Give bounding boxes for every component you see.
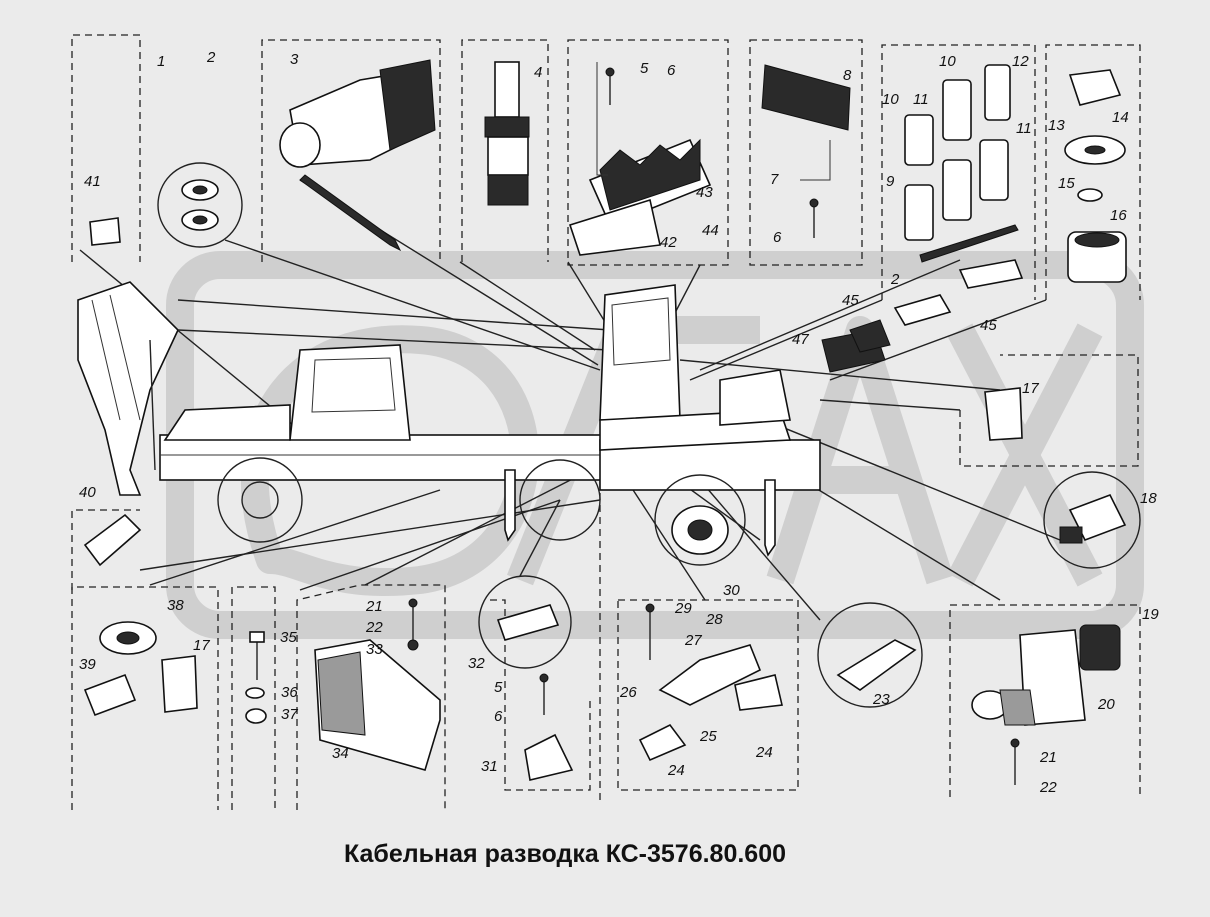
callout-16: 16 xyxy=(1110,207,1127,224)
callout-22: 22 xyxy=(1039,779,1057,796)
callout-6: 6 xyxy=(667,62,676,79)
callout-10: 10 xyxy=(882,91,899,108)
part-clamp-40 xyxy=(83,513,142,567)
callout-1: 1 xyxy=(157,53,165,70)
part-plate-41 xyxy=(89,217,121,246)
part-cover-34 xyxy=(314,639,441,771)
part-bolt-5-6 xyxy=(596,62,615,176)
part-clamps-45 xyxy=(893,259,1024,326)
part-bushing-30 xyxy=(671,505,729,555)
part-clamp-31 xyxy=(524,673,574,781)
callout-22: 22 xyxy=(365,619,383,636)
part-grommets-1 xyxy=(181,179,219,231)
callout-24: 24 xyxy=(755,744,773,761)
callout-34: 34 xyxy=(332,745,349,762)
callout-17: 17 xyxy=(193,637,210,654)
callout-11: 11 xyxy=(1016,120,1032,137)
callout-31: 31 xyxy=(481,758,498,775)
callout-45: 45 xyxy=(980,317,997,334)
callout-8: 8 xyxy=(843,67,852,84)
callout-6: 6 xyxy=(494,708,503,725)
part-label-8 xyxy=(761,64,851,238)
callout-15: 15 xyxy=(1058,175,1075,192)
part-plate-17-right xyxy=(984,387,1023,441)
callout-18: 18 xyxy=(1140,490,1157,507)
part-grommet-38 xyxy=(99,621,157,655)
callout-20: 20 xyxy=(1097,696,1115,713)
part-terminal-block-43 xyxy=(568,138,712,256)
part-bolt-21-22-33 xyxy=(407,598,419,651)
part-clamp-32 xyxy=(496,604,560,641)
callout-39: 39 xyxy=(79,656,96,673)
part-bracket-25-29 xyxy=(638,603,783,762)
callout-3: 3 xyxy=(290,51,299,68)
diagram-caption: Кабельная разводка КС-3576.80.600 xyxy=(343,840,787,868)
callout-21: 21 xyxy=(1039,749,1057,766)
callout-29: 29 xyxy=(674,600,692,617)
part-connector-3 xyxy=(279,59,436,168)
detail-panel-borders xyxy=(71,34,1141,810)
part-clamp-23 xyxy=(836,639,917,691)
callout-27: 27 xyxy=(684,632,702,649)
part-nut-washers-13-16 xyxy=(1064,69,1127,283)
callout-47: 47 xyxy=(792,331,809,348)
callout-5: 5 xyxy=(640,60,649,77)
callout-26: 26 xyxy=(619,684,637,701)
part-terminal-4 xyxy=(484,61,530,206)
callout-17: 17 xyxy=(1022,380,1039,397)
callout-10: 10 xyxy=(939,53,956,70)
callout-40: 40 xyxy=(79,484,96,501)
part-bolt-35-37 xyxy=(245,631,267,724)
callout-7: 7 xyxy=(770,171,779,188)
callout-23: 23 xyxy=(872,691,890,708)
callout-9: 9 xyxy=(886,173,895,190)
callout-35: 35 xyxy=(280,629,297,646)
callout-36: 36 xyxy=(281,684,298,701)
callout-4: 4 xyxy=(534,64,542,81)
part-clamp-39 xyxy=(83,673,137,717)
callout-37: 37 xyxy=(281,706,298,723)
part-plate-17-left xyxy=(161,655,198,713)
part-switch-18 xyxy=(1059,493,1127,544)
leader-lines xyxy=(79,179,1061,621)
callout-33: 33 xyxy=(366,641,383,658)
callout-44: 44 xyxy=(702,222,719,239)
part-plugs-9-12 xyxy=(904,64,1019,263)
callout-12: 12 xyxy=(1012,53,1029,70)
callout-28: 28 xyxy=(705,611,723,628)
part-cable-tie-2 xyxy=(299,174,402,252)
callout-5: 5 xyxy=(494,679,503,696)
callout-labels: 1 2 3 4 5 6 8 10 10 11 12 11 9 13 14 15 … xyxy=(79,49,1159,796)
callout-42: 42 xyxy=(660,234,677,251)
callout-32: 32 xyxy=(468,655,485,672)
callout-43: 43 xyxy=(696,184,713,201)
callout-21: 21 xyxy=(365,598,383,615)
part-fuse-box-47 xyxy=(821,319,891,373)
callout-14: 14 xyxy=(1112,109,1129,126)
detail-circles xyxy=(157,162,1141,708)
part-sensor-19-20 xyxy=(971,624,1121,785)
callout-19: 19 xyxy=(1142,606,1159,623)
callout-6: 6 xyxy=(773,229,782,246)
callout-11: 11 xyxy=(913,91,929,108)
callout-38: 38 xyxy=(167,597,184,614)
callout-25: 25 xyxy=(699,728,717,745)
callout-24: 24 xyxy=(667,762,685,779)
crane-truck xyxy=(77,281,1001,566)
callout-30: 30 xyxy=(723,582,740,599)
callout-41: 41 xyxy=(84,173,101,190)
callout-2: 2 xyxy=(206,49,216,66)
callout-2: 2 xyxy=(890,271,900,288)
callout-13: 13 xyxy=(1048,117,1065,134)
callout-45: 45 xyxy=(842,292,859,309)
